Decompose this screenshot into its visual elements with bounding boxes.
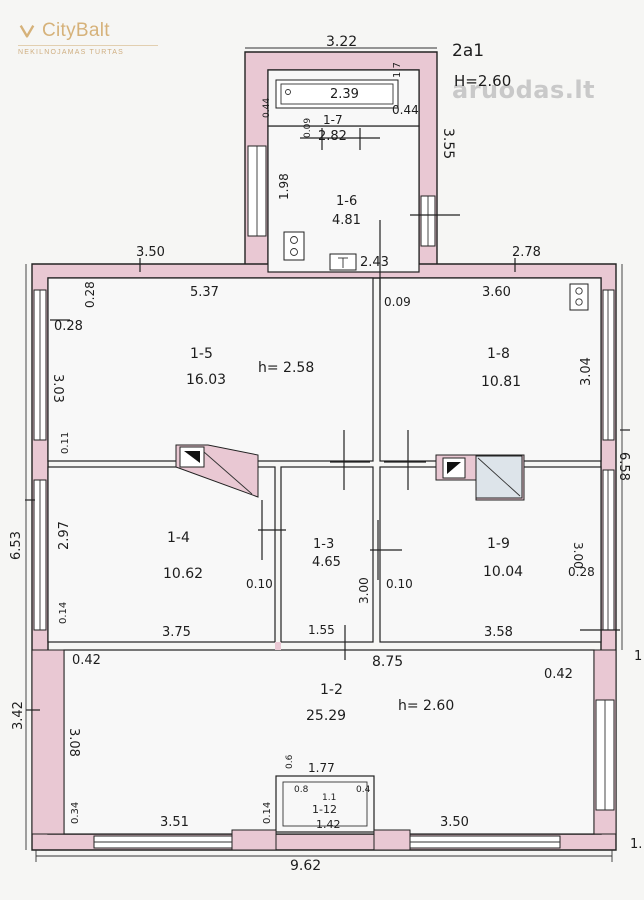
dim-0-42-right: 0.42: [544, 667, 573, 682]
dim-0-09: 0.09: [384, 295, 411, 309]
dim-1-7: 1.7: [392, 62, 403, 78]
dim-3-58: 3.58: [484, 625, 513, 640]
dim-6-58: 6.58: [616, 452, 631, 481]
dim-top-width: 3.22: [326, 34, 357, 50]
dim-0-44-right: 0.44: [392, 103, 419, 117]
dim-0-28-c: 0.28: [568, 565, 595, 579]
dim-3-00-b: 3.00: [571, 542, 585, 569]
dim-0-28-a: 0.28: [83, 281, 97, 308]
brand-name: CityBalt: [42, 20, 110, 41]
room-1-4-id: 1-4: [167, 530, 190, 546]
dim-0-14: 0.14: [58, 602, 69, 624]
dim-0-09-annex: 0.09: [303, 118, 313, 138]
dim-1-77: 1.77: [308, 761, 335, 775]
dim-9-62: 9.62: [290, 858, 321, 874]
room-1-7-area: 2.82: [318, 129, 347, 144]
room-1-8-area: 10.81: [481, 374, 521, 390]
dim-3-60: 3.60: [482, 285, 511, 300]
room-1-9-area: 10.04: [483, 564, 523, 580]
edge-mark-2: 1.: [630, 837, 642, 852]
dim-3-08: 3.08: [66, 728, 81, 757]
room-1-6-area: 4.81: [332, 213, 361, 228]
dim-0-34: 0.34: [70, 802, 81, 824]
unit-ceiling: H=2.60: [454, 72, 511, 90]
room-1-2-height: h= 2.60: [398, 698, 454, 714]
dim-1-98: 1.98: [277, 173, 291, 200]
room-1-7-id: 1-7: [323, 113, 343, 127]
dim-0-42-left: 0.42: [72, 653, 101, 668]
dim-0-14-b: 0.14: [262, 802, 273, 824]
room-1-2-area: 25.29: [306, 708, 346, 724]
room-1-12-area: 1.42: [316, 818, 341, 831]
dim-3-42: 3.42: [11, 701, 26, 730]
room-1-6-id: 1-6: [336, 194, 357, 209]
dim-0-10-a: 0.10: [246, 577, 273, 591]
dim-2-43: 2.43: [360, 255, 389, 270]
dim-1-1: 1.1: [322, 793, 336, 803]
dimension-lines: [25, 47, 623, 862]
dim-0-10-b: 0.10: [386, 577, 413, 591]
dim-1-55: 1.55: [308, 623, 335, 637]
dim-0-11: 0.11: [60, 432, 71, 454]
dim-2-97: 2.97: [57, 521, 72, 550]
dim-0-8: 0.8: [294, 785, 309, 795]
room-1-5-height: h= 2.58: [258, 360, 314, 376]
brand-logo: CityBalt NEKILNOJAMAS TURTAS: [18, 20, 158, 56]
dimension-labels: 3.22 2.39 0.44 0.44 1.7 3.55 0.09 1.98 2…: [9, 34, 642, 874]
room-1-4-area: 10.62: [163, 566, 203, 582]
dim-3-50-top: 3.50: [136, 245, 165, 260]
unit-code: 2a1: [452, 41, 484, 61]
dim-8-75: 8.75: [372, 654, 403, 670]
dim-3-00-a: 3.00: [357, 577, 371, 604]
dim-5-37: 5.37: [190, 285, 219, 300]
dim-3-75: 3.75: [162, 625, 191, 640]
edge-mark-1: 1: [634, 649, 642, 664]
dim-0-4: 0.4: [356, 785, 371, 795]
room-1-5-area: 16.03: [186, 372, 226, 388]
dim-0-6: 0.6: [285, 754, 295, 769]
room-1-2-id: 1-2: [320, 682, 343, 698]
dim-6-53: 6.53: [9, 531, 24, 560]
room-labels: 1-7 2.82 1-6 4.81 1-5 16.03 h= 2.58 1-8 …: [163, 113, 523, 831]
room-1-9-id: 1-9: [487, 536, 510, 552]
room-1-3-area: 4.65: [312, 555, 341, 570]
fixtures: [275, 79, 589, 311]
dim-0-28-b: 0.28: [54, 319, 83, 334]
dim-3-51: 3.51: [160, 815, 189, 830]
dim-2-78: 2.78: [512, 245, 541, 260]
watermark: aruodas.lt: [452, 76, 596, 104]
room-1-12-id: 1-12: [312, 803, 337, 816]
stoves: [175, 444, 525, 501]
citybalt-logo-icon: [19, 25, 35, 38]
room-1-8-id: 1-8: [487, 346, 510, 362]
dim-3-55: 3.55: [440, 128, 456, 159]
dim-2-39: 2.39: [330, 87, 359, 102]
brand-tagline: NEKILNOJAMAS TURTAS: [18, 45, 158, 56]
windows: [33, 145, 615, 849]
dim-3-04: 3.04: [579, 357, 594, 386]
dim-0-44-left: 0.44: [262, 98, 272, 118]
room-1-3-id: 1-3: [313, 537, 334, 552]
dim-3-03: 3.03: [50, 374, 65, 403]
dim-3-50-bottom: 3.50: [440, 815, 469, 830]
unit-reference: 2a1 H=2.60: [452, 41, 511, 90]
room-1-5-id: 1-5: [190, 346, 213, 362]
